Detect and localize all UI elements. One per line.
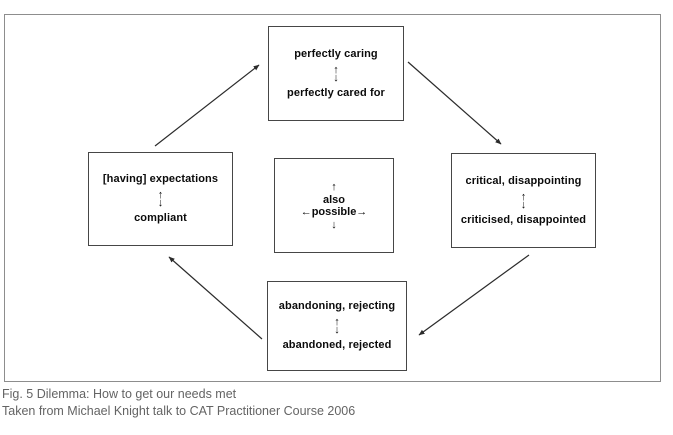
caption-line-1: Fig. 5 Dilemma: How to get our needs met — [2, 387, 237, 401]
box-line-bottom-2: abandoned, rejected — [282, 339, 392, 351]
box-line-right-2: criticised, disappointed — [460, 213, 587, 226]
box-line-left-2: compliant — [134, 212, 187, 224]
box-line-center-2: ←possible→ — [300, 205, 368, 218]
box-line-top-1: perfectly caring — [294, 47, 378, 60]
box-line-right-1: critical, disappointing — [465, 174, 582, 187]
up-arrow-icon: ↑ — [334, 316, 340, 328]
box-critical-criticised: critical, disappointing ↑ ↓ criticised, … — [451, 153, 596, 248]
box-expectations-compliant: [having] expectations ↑ ↓ compliant — [88, 152, 233, 246]
box-line-left-1: [having] expectations — [102, 173, 219, 185]
down-arrow-icon: ↓ — [157, 197, 164, 209]
box-line-bottom-1: abandoning, rejecting — [278, 300, 396, 312]
up-down-arrow-icon: ↑ ↓ — [333, 63, 339, 84]
up-arrow-icon: ↑ — [157, 189, 164, 201]
box-abandoning-abandoned: abandoning, rejecting ↑ ↓ abandoned, rej… — [267, 281, 407, 371]
up-down-arrow-icon: ↑ ↓ — [520, 190, 527, 211]
up-arrow-icon: ↑ — [520, 190, 527, 203]
up-down-arrow-icon: ↑ ↓ — [157, 189, 164, 209]
down-arrow-icon: ↓ — [333, 71, 339, 84]
up-arrow-icon: ↑ — [331, 180, 337, 193]
down-arrow-icon: ↓ — [520, 198, 527, 211]
down-arrow-icon: ↓ — [334, 324, 340, 336]
box-also-possible: ↑ also ←possible→ ↓ — [274, 158, 394, 253]
box-line-center-1: also — [322, 193, 345, 206]
down-arrow-icon: ↓ — [331, 218, 337, 231]
box-line-top-2: perfectly cared for — [287, 86, 385, 99]
up-arrow-icon: ↑ — [333, 63, 339, 76]
box-perfectly-caring: perfectly caring ↑ ↓ perfectly cared for — [268, 26, 404, 121]
figure-caption: Fig. 5 Dilemma: How to get our needs met… — [2, 386, 355, 420]
up-down-arrow-icon: ↑ ↓ — [334, 316, 340, 336]
caption-line-2: Taken from Michael Knight talk to CAT Pr… — [2, 404, 356, 418]
